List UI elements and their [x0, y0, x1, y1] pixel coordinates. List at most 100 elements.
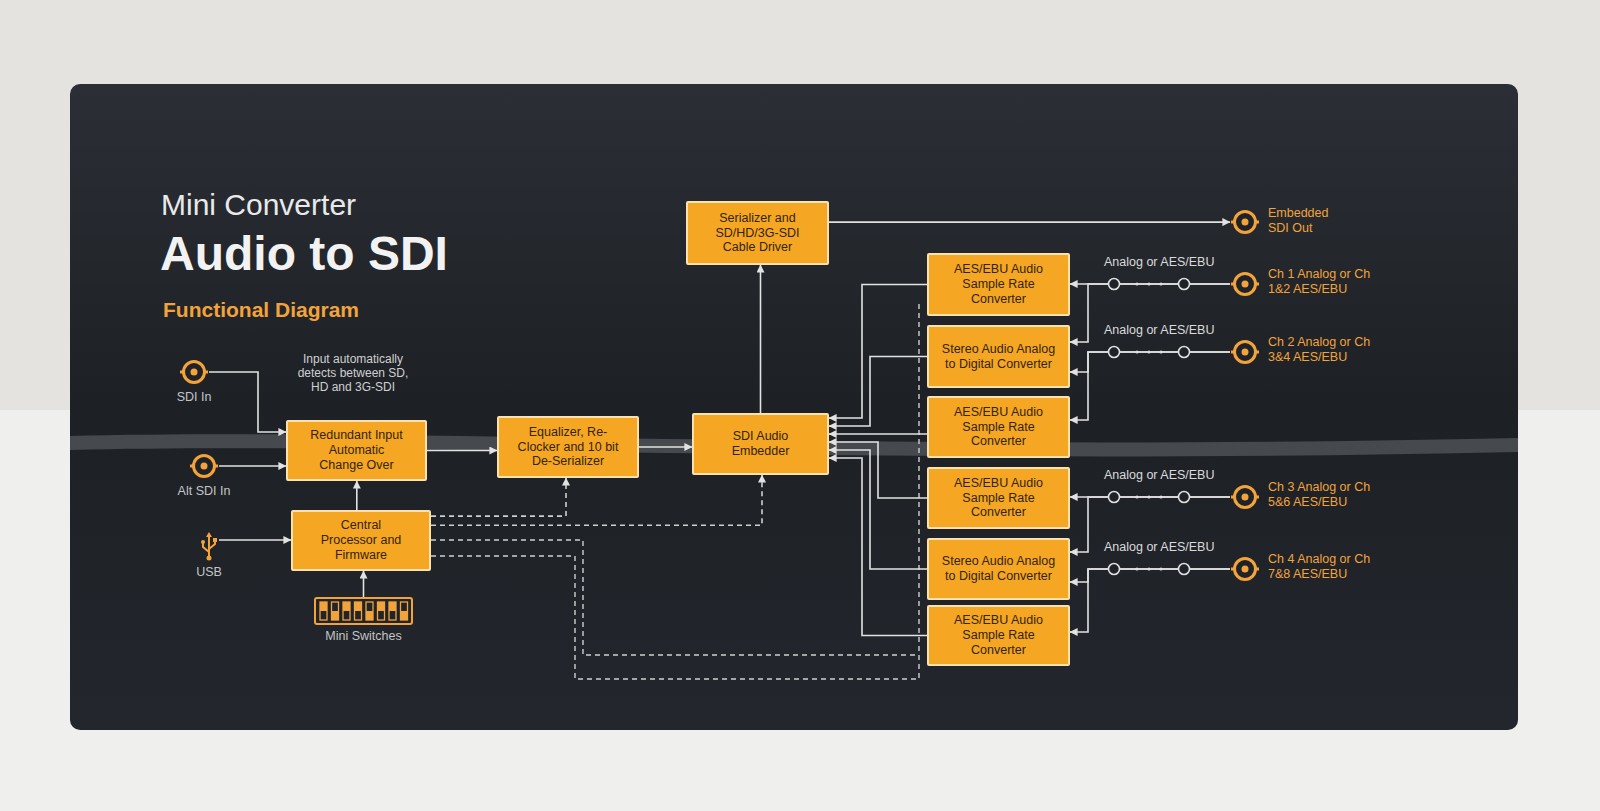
- dip-slot: [378, 602, 385, 620]
- bnc-ring: [184, 362, 205, 383]
- process-box: Serializer and SD/HD/3G-SDI Cable Driver: [686, 201, 829, 265]
- switch-contact: [1179, 347, 1190, 358]
- process-box: AES/EBU Audio Sample Rate Converter: [927, 253, 1070, 316]
- bnc-center: [1242, 281, 1249, 288]
- switch-contact: [1109, 279, 1120, 290]
- dip-key: [332, 611, 339, 620]
- control-line: [431, 300, 919, 679]
- bnc-ring: [1235, 559, 1256, 580]
- bnc-ring: [1235, 212, 1256, 233]
- switch-dot: [1135, 282, 1138, 285]
- port-label: SDI In: [154, 390, 234, 405]
- box-text: AES/EBU Audio Sample Rate Converter: [941, 405, 1057, 449]
- bnc-ring: [1235, 274, 1256, 295]
- signal-connector: [1070, 497, 1230, 552]
- signal-connector: [760, 265, 762, 413]
- signal-connector: [356, 481, 358, 510]
- box-text: AES/EBU Audio Sample Rate Converter: [941, 613, 1057, 657]
- bnc-connector: [179, 357, 209, 387]
- selector-switch: [1109, 564, 1190, 575]
- mini-switches: Mini Switches: [314, 597, 413, 625]
- signal-connector: [209, 372, 286, 432]
- bnc-connector: [1230, 482, 1260, 512]
- port-label: Ch 2 Analog or Ch 3&4 AES/EBU: [1268, 335, 1390, 365]
- connector-port: Embedded SDI Out: [1230, 207, 1260, 237]
- bnc-center: [1242, 566, 1249, 573]
- process-box: Stereo Audio Analog to Digital Converter: [927, 325, 1070, 388]
- bnc-ring: [1235, 342, 1256, 363]
- signal-connector: [1070, 569, 1230, 632]
- process-box: Stereo Audio Analog to Digital Converter: [927, 538, 1070, 600]
- dip-slot: [401, 602, 408, 620]
- process-box: Central Processor and Firmware: [291, 510, 431, 571]
- switch-dot: [1147, 282, 1150, 285]
- dip-slot: [332, 602, 339, 620]
- box-text: Equalizer, Re-Clocker and 10 bit De-Seri…: [509, 425, 627, 469]
- signal-connector: [1070, 569, 1230, 582]
- dip-slot: [320, 602, 327, 620]
- signal-connector: [219, 539, 291, 541]
- usb-base: [207, 556, 212, 561]
- signal-connector: [829, 442, 927, 498]
- dip-slot: [389, 602, 396, 620]
- diagram-title: Audio to SDI: [160, 226, 448, 281]
- box-text: Stereo Audio Analog to Digital Converter: [941, 342, 1057, 372]
- connector-port: Ch 3 Analog or Ch 5&6 AES/EBU: [1230, 482, 1260, 512]
- signal-connector: [219, 465, 286, 467]
- box-text: Stereo Audio Analog to Digital Converter: [941, 554, 1057, 584]
- process-box: SDI Audio Embedder: [692, 413, 829, 475]
- box-text: AES/EBU Audio Sample Rate Converter: [941, 262, 1057, 306]
- switch-dot: [1135, 567, 1138, 570]
- port-label: Ch 3 Analog or Ch 5&6 AES/EBU: [1268, 480, 1390, 510]
- annotation-label: Analog or AES/EBU: [1104, 323, 1214, 337]
- switch-dot: [1147, 495, 1150, 498]
- signal-connector: [1070, 284, 1230, 342]
- connector-port: Alt SDI In: [189, 451, 219, 481]
- signal-connector: [1070, 496, 1230, 498]
- process-box: AES/EBU Audio Sample Rate Converter: [927, 396, 1070, 458]
- dip-slot: [343, 602, 350, 620]
- switch-dot: [1147, 567, 1150, 570]
- switch-contact: [1179, 279, 1190, 290]
- process-box: Redundant Input Automatic Change Over: [286, 420, 427, 481]
- box-text: Central Processor and Firmware: [313, 518, 409, 562]
- signal-connector: [1070, 283, 1230, 285]
- signal-connector: [829, 433, 927, 435]
- annotation-label: Analog or AES/EBU: [1104, 468, 1214, 482]
- bnc-center: [1242, 219, 1249, 226]
- bnc-ring: [1235, 487, 1256, 508]
- switch-dot: [1159, 495, 1162, 498]
- port-label: Embedded SDI Out: [1268, 206, 1348, 236]
- switch-dot: [1135, 495, 1138, 498]
- process-box: Equalizer, Re-Clocker and 10 bit De-Seri…: [497, 416, 639, 478]
- dip-slot: [366, 602, 373, 620]
- bnc-center: [201, 463, 208, 470]
- dip-slot: [355, 602, 362, 620]
- bnc-ring: [194, 456, 215, 477]
- control-connector: [431, 475, 762, 525]
- usb-end: [213, 538, 217, 542]
- switch-dot: [1159, 567, 1162, 570]
- selector-switch: [1109, 492, 1190, 503]
- switch-dot: [1159, 350, 1162, 353]
- switch-contact: [1109, 492, 1120, 503]
- connector-port: Ch 4 Analog or Ch 7&8 AES/EBU: [1230, 554, 1260, 584]
- dip-key: [389, 602, 396, 611]
- connector-port: SDI In: [179, 357, 209, 387]
- connector-port: Ch 2 Analog or Ch 3&4 AES/EBU: [1230, 337, 1260, 367]
- bnc-center: [1242, 494, 1249, 501]
- annotation-label: Functional Diagram: [163, 298, 359, 322]
- signal-connector: [639, 446, 692, 448]
- usb-port: USB: [199, 531, 219, 561]
- process-box: AES/EBU Audio Sample Rate Converter: [927, 605, 1070, 666]
- port-label: Mini Switches: [304, 629, 423, 644]
- dip-switch: [314, 597, 413, 625]
- dip-key: [343, 602, 350, 611]
- signal-connector: [1070, 352, 1230, 420]
- control-line: [431, 540, 919, 655]
- bnc-connector: [189, 451, 219, 481]
- dip-key: [355, 602, 362, 611]
- dip-key: [320, 602, 327, 611]
- box-text: Redundant Input Automatic Change Over: [310, 428, 404, 472]
